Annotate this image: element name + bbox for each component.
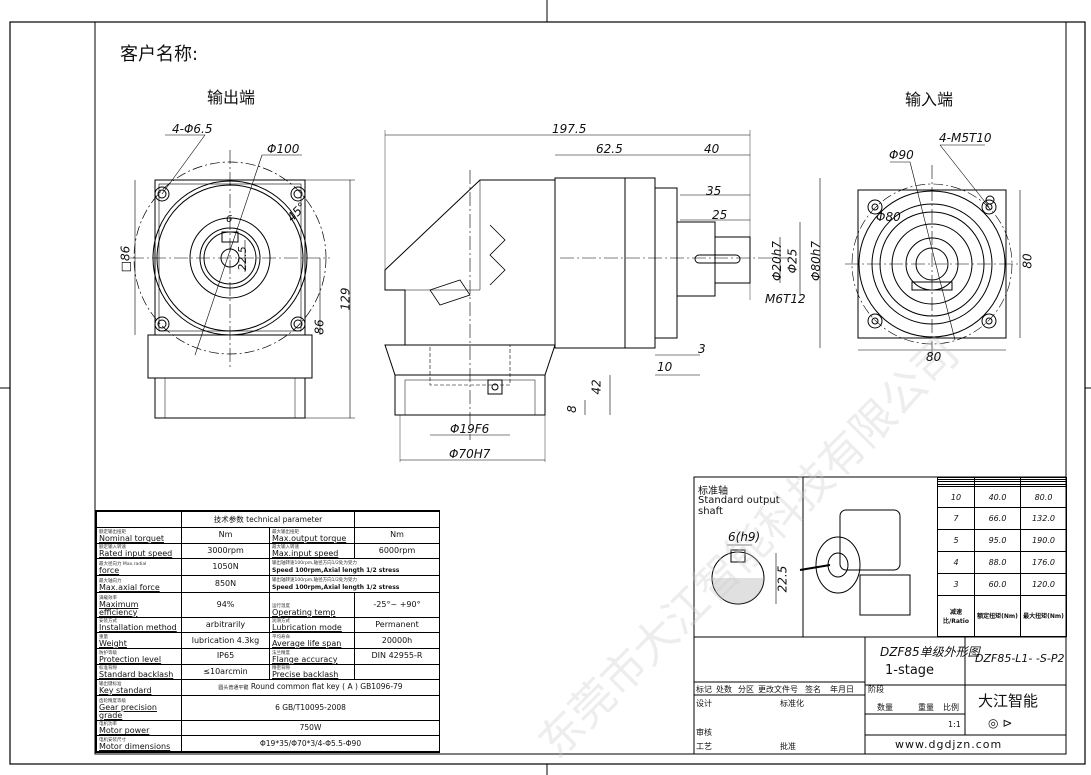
dim-25: 25 bbox=[712, 208, 728, 222]
tb-std: 标准化 bbox=[780, 699, 804, 708]
dim-129: 129 bbox=[338, 287, 353, 311]
dim-42: 42 bbox=[589, 379, 604, 395]
company-website: www.dgdjzn.com bbox=[895, 738, 1003, 751]
title-block-lines bbox=[693, 637, 1066, 754]
shaft-panel-en2: shaft bbox=[698, 506, 723, 517]
output-end-view bbox=[130, 134, 355, 419]
dim-40: 40 bbox=[704, 142, 720, 156]
tb-zone: 分区 bbox=[738, 685, 754, 694]
tb-craft: 工艺 bbox=[696, 742, 712, 751]
dim-total-length: 197.5 bbox=[552, 122, 587, 136]
tb-stage-label: 阶段 bbox=[868, 685, 884, 694]
tb-design: 设计 bbox=[696, 699, 712, 708]
dim-35: 35 bbox=[706, 184, 722, 198]
dim-input-pcd: Φ90 bbox=[889, 148, 914, 162]
input-end-view bbox=[845, 144, 1021, 360]
tb-weight: 重量 bbox=[918, 703, 934, 712]
dim-10: 10 bbox=[657, 360, 673, 374]
tech-table-title: 技术参数 technical parameter bbox=[181, 511, 355, 528]
dim-input-height: 80 bbox=[1020, 253, 1035, 269]
dim-shaft-dia: Φ20h7 bbox=[769, 241, 784, 281]
shaft-panel-en1: Standard output bbox=[698, 495, 780, 506]
shaft-height-dim: 22.5 bbox=[775, 565, 790, 593]
shaft-key-dim: 6(h9) bbox=[728, 530, 761, 544]
dim-thread: M6T12 bbox=[765, 292, 806, 306]
dim-square: □86 bbox=[118, 245, 133, 273]
drawing-code: DZF85-L1- -S-P2 bbox=[975, 652, 1065, 665]
shaft-detail bbox=[693, 476, 1067, 638]
drawing-title: DZF85单级外形图 bbox=[880, 645, 980, 659]
tb-review: 审核 bbox=[696, 728, 712, 737]
dim-8: 8 bbox=[564, 405, 579, 413]
dim-3: 3 bbox=[698, 342, 706, 356]
projection-symbol-icon: ◎ ⊳ bbox=[988, 716, 1013, 730]
tb-approve: 批准 bbox=[780, 742, 796, 751]
shaft-panel-title: 标准轴 bbox=[698, 486, 728, 497]
dim-input-inner: Φ80 bbox=[876, 210, 901, 224]
dim-key-width: 6 bbox=[226, 214, 233, 225]
dim-input-width: 80 bbox=[926, 350, 942, 364]
side-view bbox=[384, 130, 821, 462]
dim-key-height: 22.5 bbox=[235, 246, 249, 271]
tb-sign: 签名 bbox=[805, 685, 821, 694]
tb-date: 年月日 bbox=[830, 685, 854, 694]
tb-change: 更改文件号 bbox=[758, 685, 798, 694]
dim-pcd: Φ100 bbox=[267, 142, 300, 156]
tb-count: 处数 bbox=[716, 685, 732, 694]
dim-holes: 4-Φ6.5 bbox=[172, 122, 213, 136]
dim-bore: Φ19F6 bbox=[450, 422, 490, 436]
client-name-label: 客户名称: bbox=[120, 44, 199, 65]
scale-value: 1:1 bbox=[948, 720, 961, 729]
input-end-label: 输入端 bbox=[905, 90, 954, 109]
dim-62-5: 62.5 bbox=[596, 142, 623, 156]
tb-mark: 标记 bbox=[696, 685, 712, 694]
tb-qty: 数量 bbox=[877, 703, 893, 712]
company-name: 大江智能 bbox=[978, 692, 1039, 710]
dim-flange: Φ70H7 bbox=[449, 447, 491, 461]
dim-86: 86 bbox=[312, 319, 327, 335]
output-end-label: 输出端 bbox=[207, 88, 256, 107]
dim-shaft-dia2: Φ25 bbox=[785, 248, 800, 274]
dim-input-holes: 4-M5T10 bbox=[939, 131, 992, 145]
dim-pilot-dia: Φ80h7 bbox=[808, 241, 823, 281]
stage-label: 1-stage bbox=[885, 663, 935, 678]
tb-scale: 比例 bbox=[943, 703, 959, 712]
